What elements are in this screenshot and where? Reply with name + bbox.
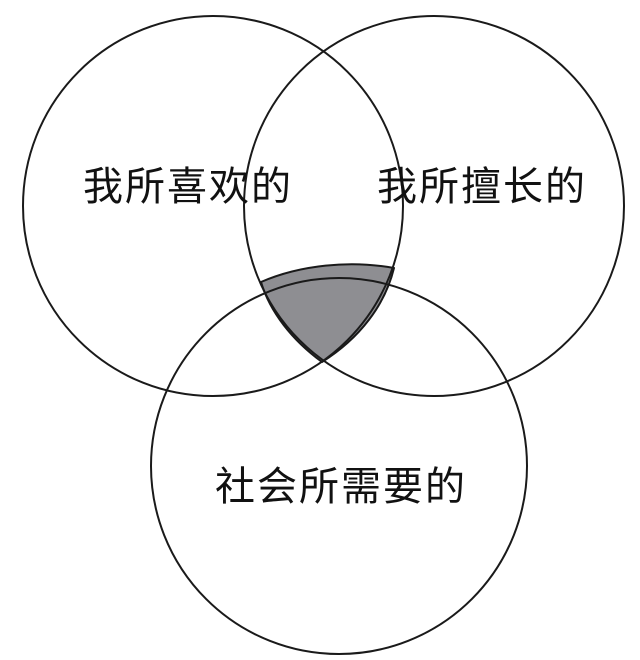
- venn-label-like: 我所喜欢的: [83, 164, 293, 210]
- venn-label-needed: 社会所需要的: [215, 464, 467, 510]
- venn-circle-like: [22, 15, 404, 397]
- venn-label-good-at: 我所擅长的: [377, 164, 587, 210]
- venn-overlap-all-three: [260, 263, 395, 363]
- venn-circle-good-at: [243, 15, 625, 397]
- venn-circle-needed: [150, 277, 528, 655]
